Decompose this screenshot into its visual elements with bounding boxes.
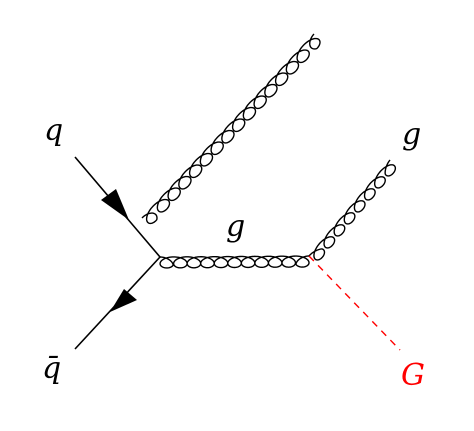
internal-gluon-line — [159, 255, 310, 269]
quark-label: q — [44, 113, 63, 148]
outgoing-gluon-label: g — [402, 117, 421, 152]
quark-arrow-icon — [101, 189, 129, 220]
outgoing-gluon-line — [308, 159, 397, 261]
graviton-line — [308, 255, 401, 351]
radiated-gluon-line — [141, 33, 321, 225]
antiquark-label: q̄ — [42, 351, 61, 386]
internal-gluon-label: g — [226, 209, 245, 244]
antiquark-arrow-icon — [110, 289, 137, 312]
graviton-label: G — [401, 358, 425, 393]
